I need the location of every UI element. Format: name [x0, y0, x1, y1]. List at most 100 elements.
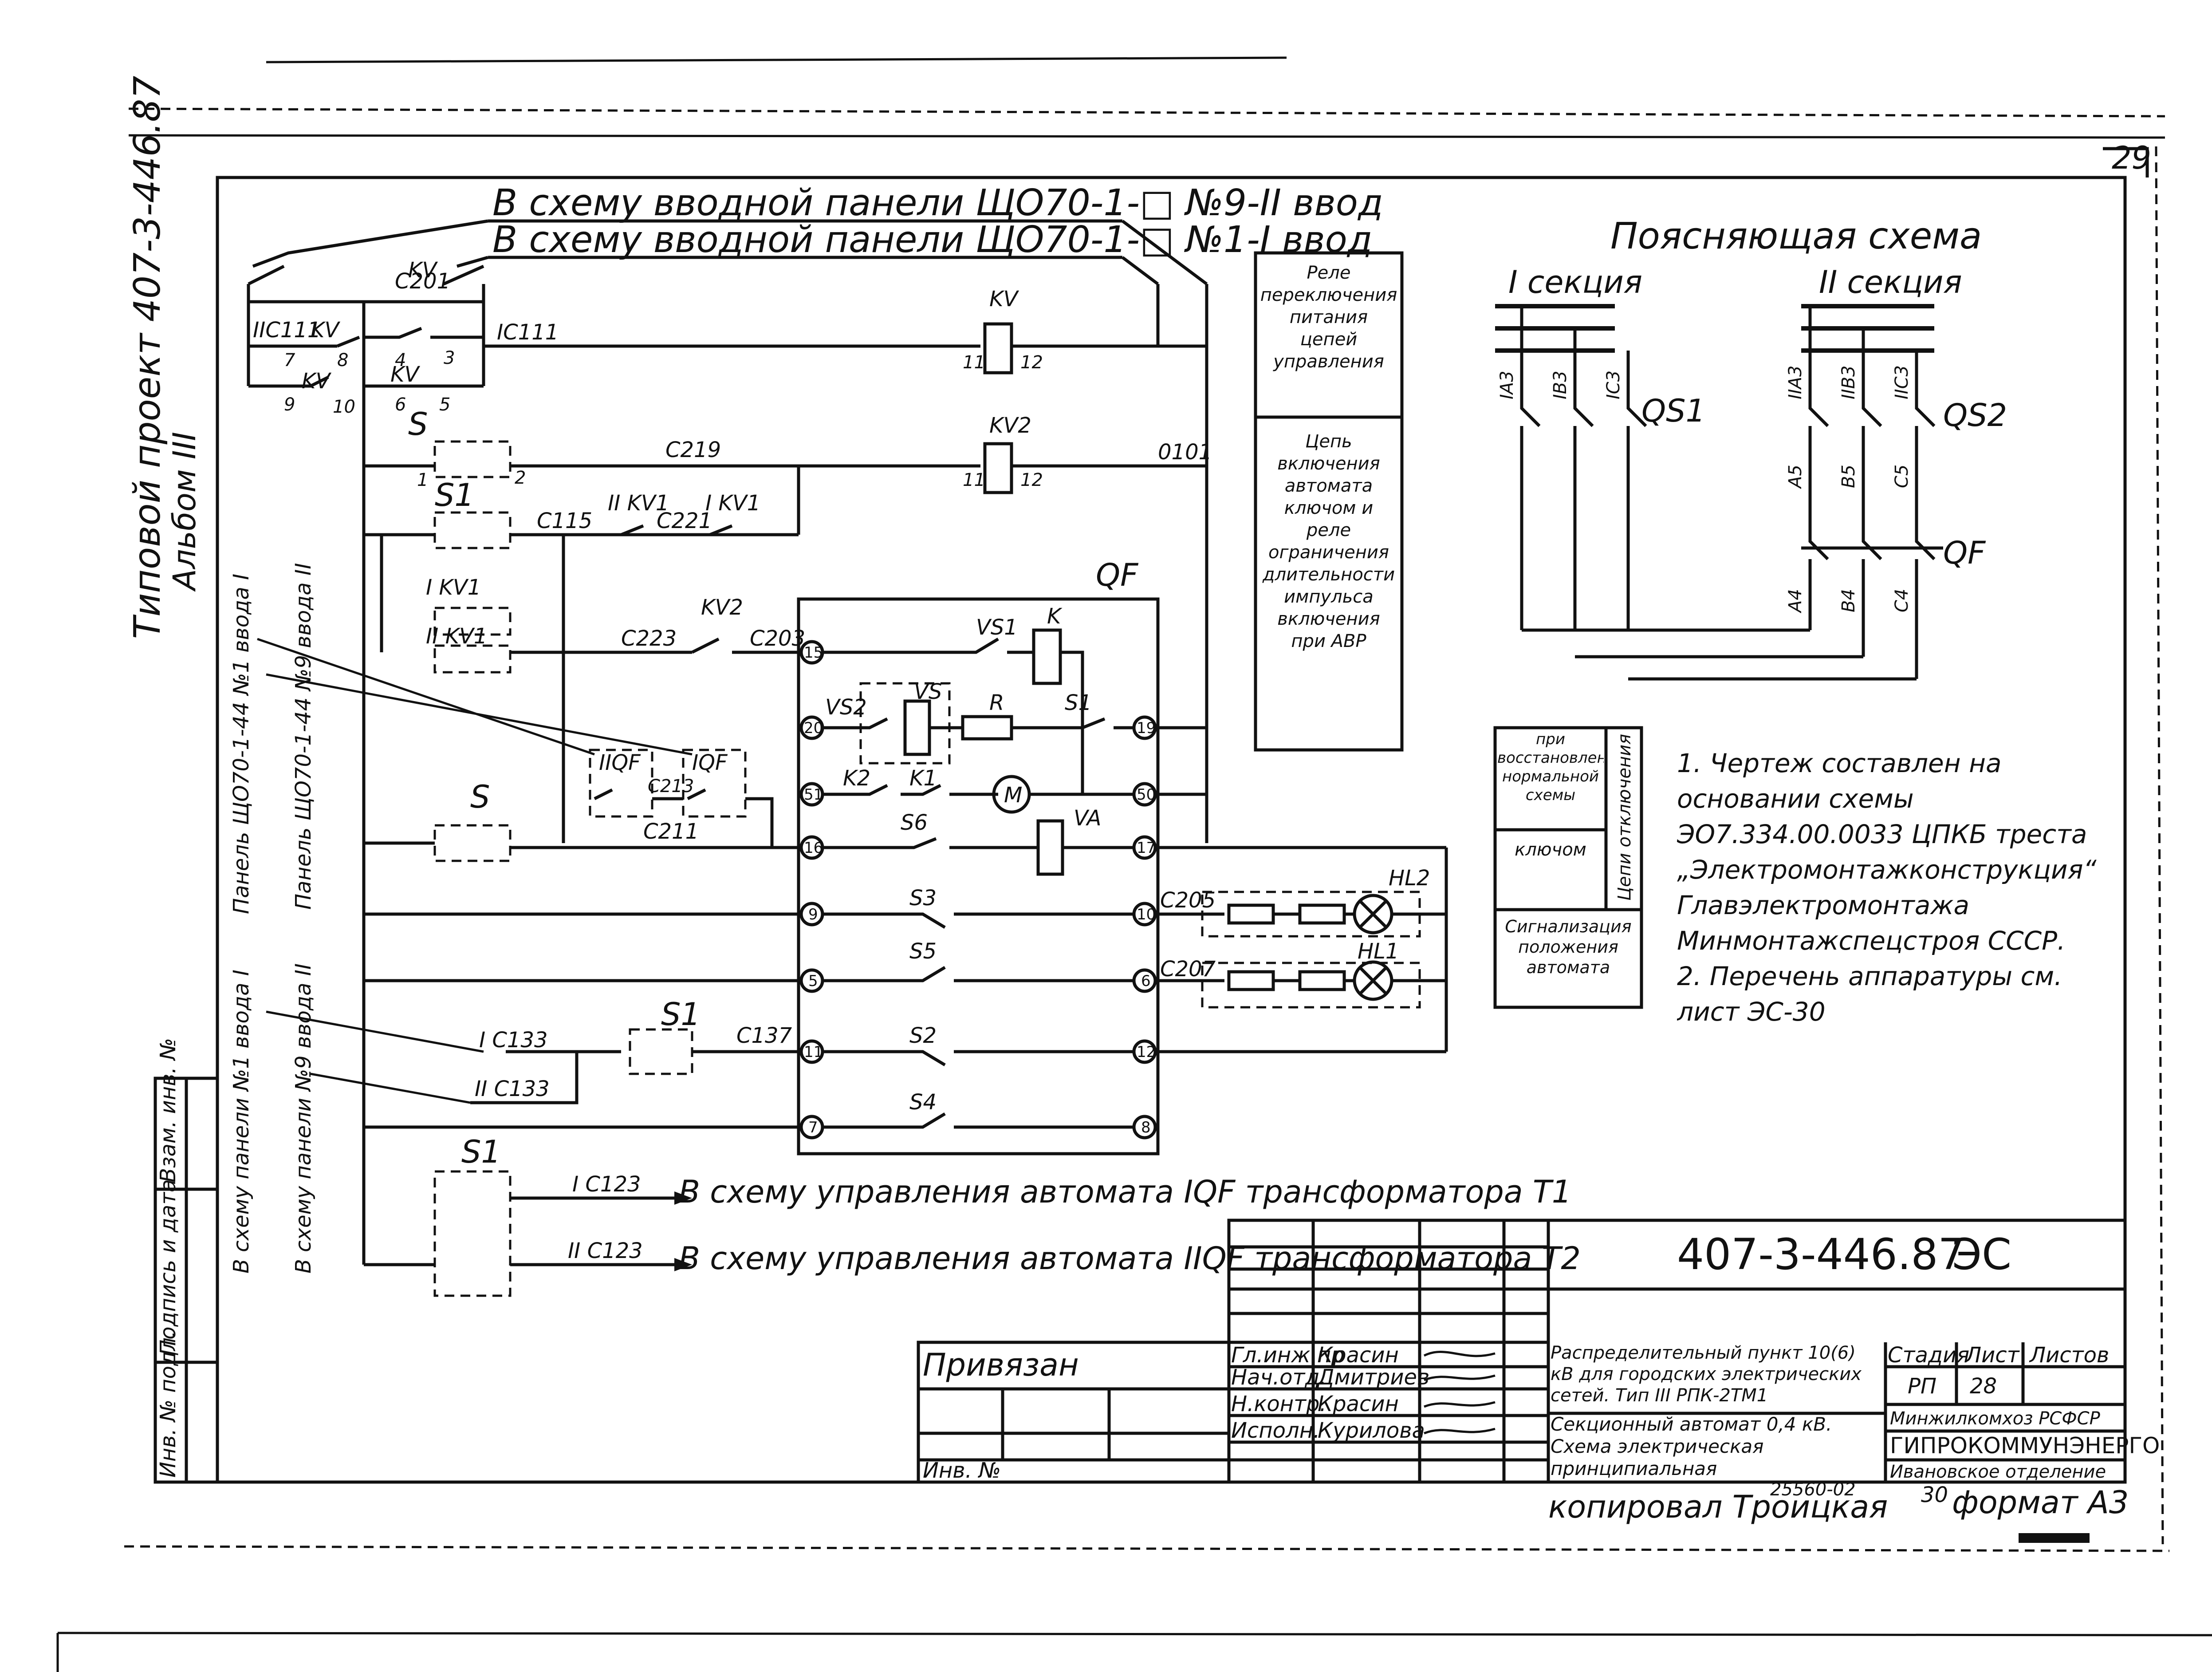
margin-label-replace: Взам. инв. № — [156, 1038, 181, 1183]
switch-s1-c — [433, 1170, 512, 1297]
label-c211: C211 — [643, 819, 699, 844]
sheet-value: 28 — [1970, 1374, 1997, 1399]
panel-label-2: Панель ЩО70-1-44 №9 ввода II — [291, 563, 316, 910]
label-c201: C201 — [395, 269, 450, 294]
hl-wires — [1273, 912, 1446, 982]
panel-label-1: Панель ЩО70-1-44 №1 ввода I — [229, 574, 254, 914]
role-2: Н.контр. — [1231, 1392, 1326, 1416]
wire-iic133 — [470, 1052, 579, 1104]
label-coil-kv2: KV2 — [989, 413, 1031, 438]
label-iic123: II C123 — [568, 1238, 643, 1263]
drawing-code: 407-3-446.87 — [1677, 1230, 1965, 1279]
name-2: Красин — [1318, 1392, 1399, 1416]
org-1: Минжилкомхоз РСФСР — [1890, 1408, 2101, 1429]
kv-contacts-left — [248, 335, 484, 388]
label-c203: C203 — [750, 626, 805, 651]
top-frame-line — [128, 134, 2165, 139]
notes-block: 1. Чертеж составлен на основании схемы Э… — [1677, 748, 2097, 1027]
role-3: Исполн. — [1231, 1418, 1320, 1443]
phase-c5: C5 — [1892, 465, 1912, 488]
function-table-cell-2: ключом — [1515, 840, 1586, 860]
pin-12: 12 — [1020, 352, 1043, 373]
explanatory-qs2: QS2 — [1943, 397, 2007, 434]
label-s3: S3 — [909, 886, 937, 911]
phase-b4: B4 — [1838, 589, 1859, 612]
qf-aux-wires — [594, 788, 774, 848]
phase-iia3: IIA3 — [1785, 366, 1806, 399]
hl1-resistor-a — [1227, 970, 1275, 991]
phase-iib3: IIB3 — [1838, 366, 1859, 399]
label-s1-b: S1 — [661, 996, 701, 1033]
iqf-contact — [682, 749, 747, 818]
function-table — [1493, 726, 1643, 1009]
label-k: K — [1047, 604, 1063, 629]
function-box-2: Цепь включения автомата ключом и реле ог… — [1263, 431, 1395, 651]
wire-k-return — [1060, 651, 1134, 796]
role-1: Нач.отд. — [1231, 1365, 1326, 1390]
side-album-label: Альбом III — [166, 432, 203, 592]
format-label: формат А3 — [1952, 1484, 2129, 1521]
phase-ic3: IC3 — [1603, 371, 1624, 399]
vs2-contact — [823, 717, 963, 730]
hl1-box — [1201, 962, 1421, 1009]
svg-text:19: 19 — [1137, 719, 1156, 737]
kv-contact-c201 — [364, 327, 484, 339]
vs1-contact — [823, 637, 1034, 654]
label-s5: S5 — [909, 939, 937, 964]
scheme-label-2: В схему панели №9 ввода II — [291, 963, 316, 1274]
svg-text:9: 9 — [808, 906, 818, 923]
label-s1-int: S1 — [1065, 690, 1092, 715]
privyazan-label: Привязан — [923, 1347, 1079, 1383]
pin-11: 11 — [963, 352, 985, 373]
label-vs1: VS1 — [976, 615, 1018, 640]
k1-k2-contacts — [823, 784, 998, 796]
label-ic123: I C123 — [572, 1172, 641, 1197]
busbars-section-2 — [1801, 304, 1934, 353]
label-s2: S2 — [909, 1023, 937, 1048]
s4-contact — [823, 1112, 1134, 1129]
sheets-header: Листов — [2029, 1343, 2109, 1368]
stage-header: Стадия — [1888, 1343, 1969, 1368]
margin-label-inv: Инв. № подл. — [156, 1331, 181, 1478]
function-table-text-1: при восстановлении нормальной схемы — [1497, 730, 1604, 804]
function-table-text-3: Сигнализация положения автомата — [1505, 917, 1632, 977]
dest-1: В схему управления автомата IQF трансфор… — [679, 1174, 1571, 1210]
label-i-kv1: I KV1 — [705, 491, 760, 516]
label-c207: C207 — [1160, 957, 1216, 982]
pin-9: 9 — [284, 394, 295, 415]
label-hl1: HL1 — [1358, 939, 1399, 964]
function-table-cell-3: Сигнализация положения автомата — [1505, 917, 1632, 977]
note-2: 2. Перечень аппаратуры см. лист ЭС-30 — [1677, 961, 2062, 1027]
coil-vs — [903, 699, 931, 756]
label-iqf: IQF — [692, 750, 728, 775]
section-2-feeders — [1808, 306, 1936, 679]
phase-ib3: IB3 — [1550, 371, 1570, 399]
label-c213: C213 — [648, 776, 694, 797]
svg-text:12: 12 — [1137, 1043, 1156, 1061]
stage-value: РП — [1908, 1374, 1936, 1399]
svg-text:20: 20 — [804, 719, 823, 737]
pin-10: 10 — [333, 397, 355, 417]
resistor-r — [961, 715, 1013, 741]
label-r: R — [989, 690, 1004, 715]
label-c205: C205 — [1160, 888, 1216, 913]
hl2-box — [1201, 891, 1421, 938]
coil-va — [1036, 819, 1064, 876]
page-number-box — [2103, 147, 2149, 177]
switch-s-b — [433, 824, 512, 862]
label-kv-d: KV — [302, 369, 331, 394]
switch-s — [433, 440, 512, 478]
explanatory-title: Поясняющая схема — [1610, 215, 1982, 257]
pin-6: 6 — [395, 394, 406, 415]
explanatory-sec1: I секция — [1508, 264, 1642, 300]
svg-text:5: 5 — [808, 972, 818, 990]
label-s-b: S — [470, 779, 490, 815]
phase-a5: A5 — [1785, 465, 1806, 489]
busbars-section-1 — [1495, 304, 1615, 353]
kv1-contacts — [620, 524, 733, 536]
label-s: S — [408, 406, 428, 442]
privyazan-box — [917, 1341, 1231, 1484]
explanatory-qf: QF — [1943, 535, 1986, 571]
page-number: 29 — [2112, 140, 2151, 176]
function-table-cell-1: при восстановлении нормальной схемы — [1497, 730, 1604, 804]
